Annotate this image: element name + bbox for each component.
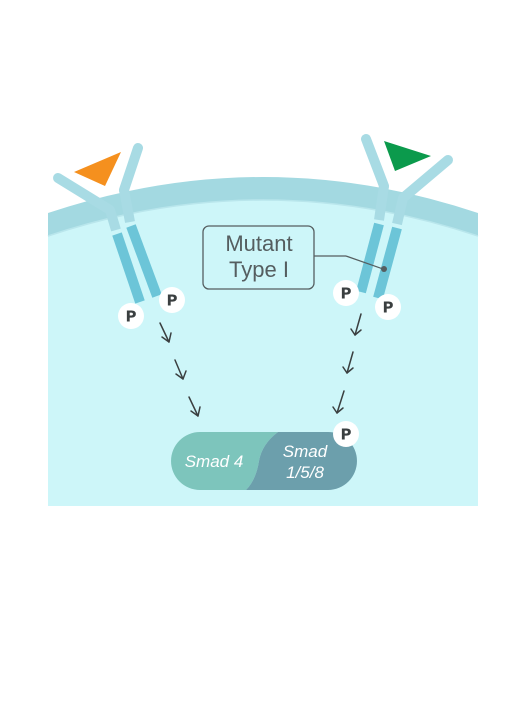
phosphate-badge-smad: P <box>333 421 359 447</box>
arrow-icon <box>188 396 201 417</box>
phosphate-label: P <box>341 426 352 444</box>
left-receptor-complex <box>53 143 162 304</box>
smad158-shape <box>246 432 357 490</box>
right-receptor-type2-arm <box>361 134 389 191</box>
right-receptor-type2-stem-upper <box>374 185 389 221</box>
right-signal-arrows <box>332 313 362 414</box>
phosphate-label: P <box>341 285 352 303</box>
right-receptor-type1-stem <box>373 226 402 300</box>
left-receptor-type2-stem-upper <box>105 208 121 232</box>
right-receptor-complex <box>356 134 453 300</box>
phosphate-icon <box>118 303 144 329</box>
cell-membrane-inner-edge <box>47 199 479 237</box>
right-receptor-type1-stem-upper <box>392 196 408 226</box>
callout-leader-line-2 <box>345 255 384 270</box>
left-receptor-type1-stem <box>126 224 162 298</box>
phosphate-badge-right-2: P <box>375 294 401 320</box>
right-ligand-icon <box>384 141 431 171</box>
left-receptor-type2-arm <box>53 173 115 215</box>
smad4-label: Smad 4 <box>185 452 244 471</box>
left-receptor-type1-stem-upper <box>119 189 135 223</box>
arrow-icon <box>342 351 354 374</box>
arrow-icon <box>350 313 362 336</box>
arrow-icon <box>159 322 172 343</box>
left-receptor-type2-stem <box>112 232 145 304</box>
arrow-icon <box>332 390 345 414</box>
right-receptor-type1-arm <box>398 155 453 203</box>
left-receptor-type1-arm <box>119 143 143 195</box>
right-receptor-type2-stem <box>356 222 384 294</box>
phosphate-label: P <box>383 299 394 317</box>
phosphate-badge-right-1: P <box>333 280 359 306</box>
callout-line2: Type I <box>229 257 289 282</box>
phosphate-icon <box>333 421 359 447</box>
cell-membrane <box>48 177 478 236</box>
phosphate-icon <box>159 287 185 313</box>
phosphate-label: P <box>126 308 137 326</box>
left-ligand-icon <box>74 152 121 186</box>
smad158-label-line1: Smad <box>283 442 328 461</box>
smad158-label-line2: 1/5/8 <box>286 463 324 482</box>
callout-box <box>202 225 315 290</box>
cell-interior <box>48 200 478 506</box>
smad-complex: Smad 4 Smad 1/5/8 P <box>171 421 359 490</box>
callout-pointer-dot <box>381 266 387 272</box>
phosphate-badge-left-2: P <box>159 287 185 313</box>
phosphate-label: P <box>167 292 178 310</box>
smad4-shape <box>171 432 278 490</box>
mutant-type1-callout: Mutant Type I <box>202 225 387 290</box>
left-signal-arrows <box>159 322 201 417</box>
phosphate-icon <box>333 280 359 306</box>
arrow-icon <box>174 359 187 380</box>
phosphate-badge-left-1: P <box>118 303 144 329</box>
callout-line1: Mutant <box>225 231 292 256</box>
phosphate-icon <box>375 294 401 320</box>
